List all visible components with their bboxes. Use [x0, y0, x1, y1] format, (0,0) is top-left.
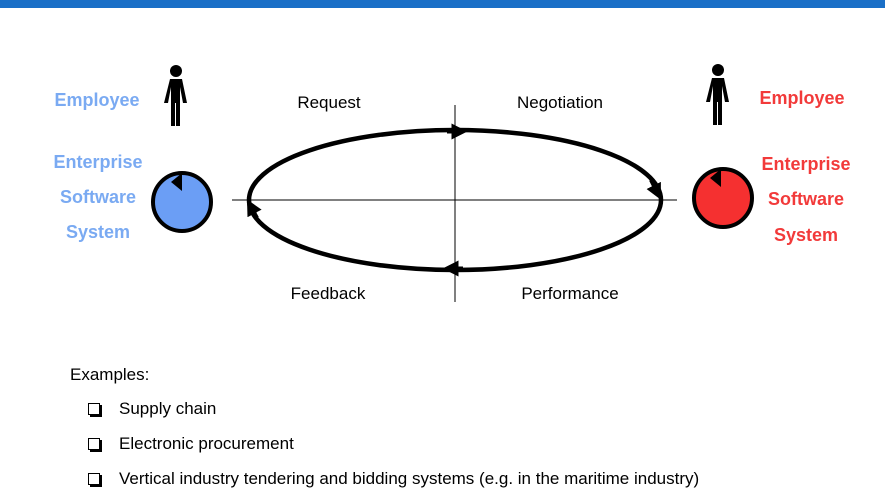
checkbox-bullet-icon [88, 473, 100, 485]
right-system-label-line3: System [774, 225, 838, 245]
left-system-label-line3: System [66, 222, 130, 242]
right-employee-label: Employee [759, 88, 844, 108]
arrow-negotiation [646, 179, 661, 200]
list-item: Vertical industry tendering and bidding … [88, 468, 699, 490]
left-system-icon [151, 171, 213, 233]
right-system-icon [692, 167, 754, 229]
right-system-label-line2: Software [768, 189, 844, 209]
examples-section: Examples: Supply chain Electronic procur… [70, 364, 699, 503]
phase-negotiation-label: Negotiation [517, 93, 603, 112]
header-bar [0, 0, 885, 8]
example-text: Vertical industry tendering and bidding … [119, 469, 700, 488]
checkbox-bullet-icon [88, 403, 100, 415]
phase-request-label: Request [297, 93, 361, 112]
right-person-icon [706, 64, 729, 125]
example-text: Electronic procurement [119, 434, 294, 453]
example-text: Supply chain [119, 399, 217, 418]
examples-list: Supply chain Electronic procurement Vert… [70, 398, 699, 490]
arrow-feedback [246, 199, 262, 219]
right-system-label-line1: Enterprise [761, 154, 850, 174]
left-person-icon [164, 65, 187, 126]
transaction-cycle-diagram: Request Negotiation Feedback Performance… [53, 64, 851, 303]
left-system-label-line2: Software [60, 187, 136, 207]
list-item: Electronic procurement [88, 433, 699, 455]
list-item: Supply chain [88, 398, 699, 420]
left-system-label-line1: Enterprise [53, 152, 142, 172]
examples-title: Examples: [70, 365, 150, 384]
left-employee-label: Employee [54, 90, 139, 110]
phase-feedback-label: Feedback [291, 284, 366, 303]
phase-performance-label: Performance [521, 284, 618, 303]
checkbox-bullet-icon [88, 438, 100, 450]
